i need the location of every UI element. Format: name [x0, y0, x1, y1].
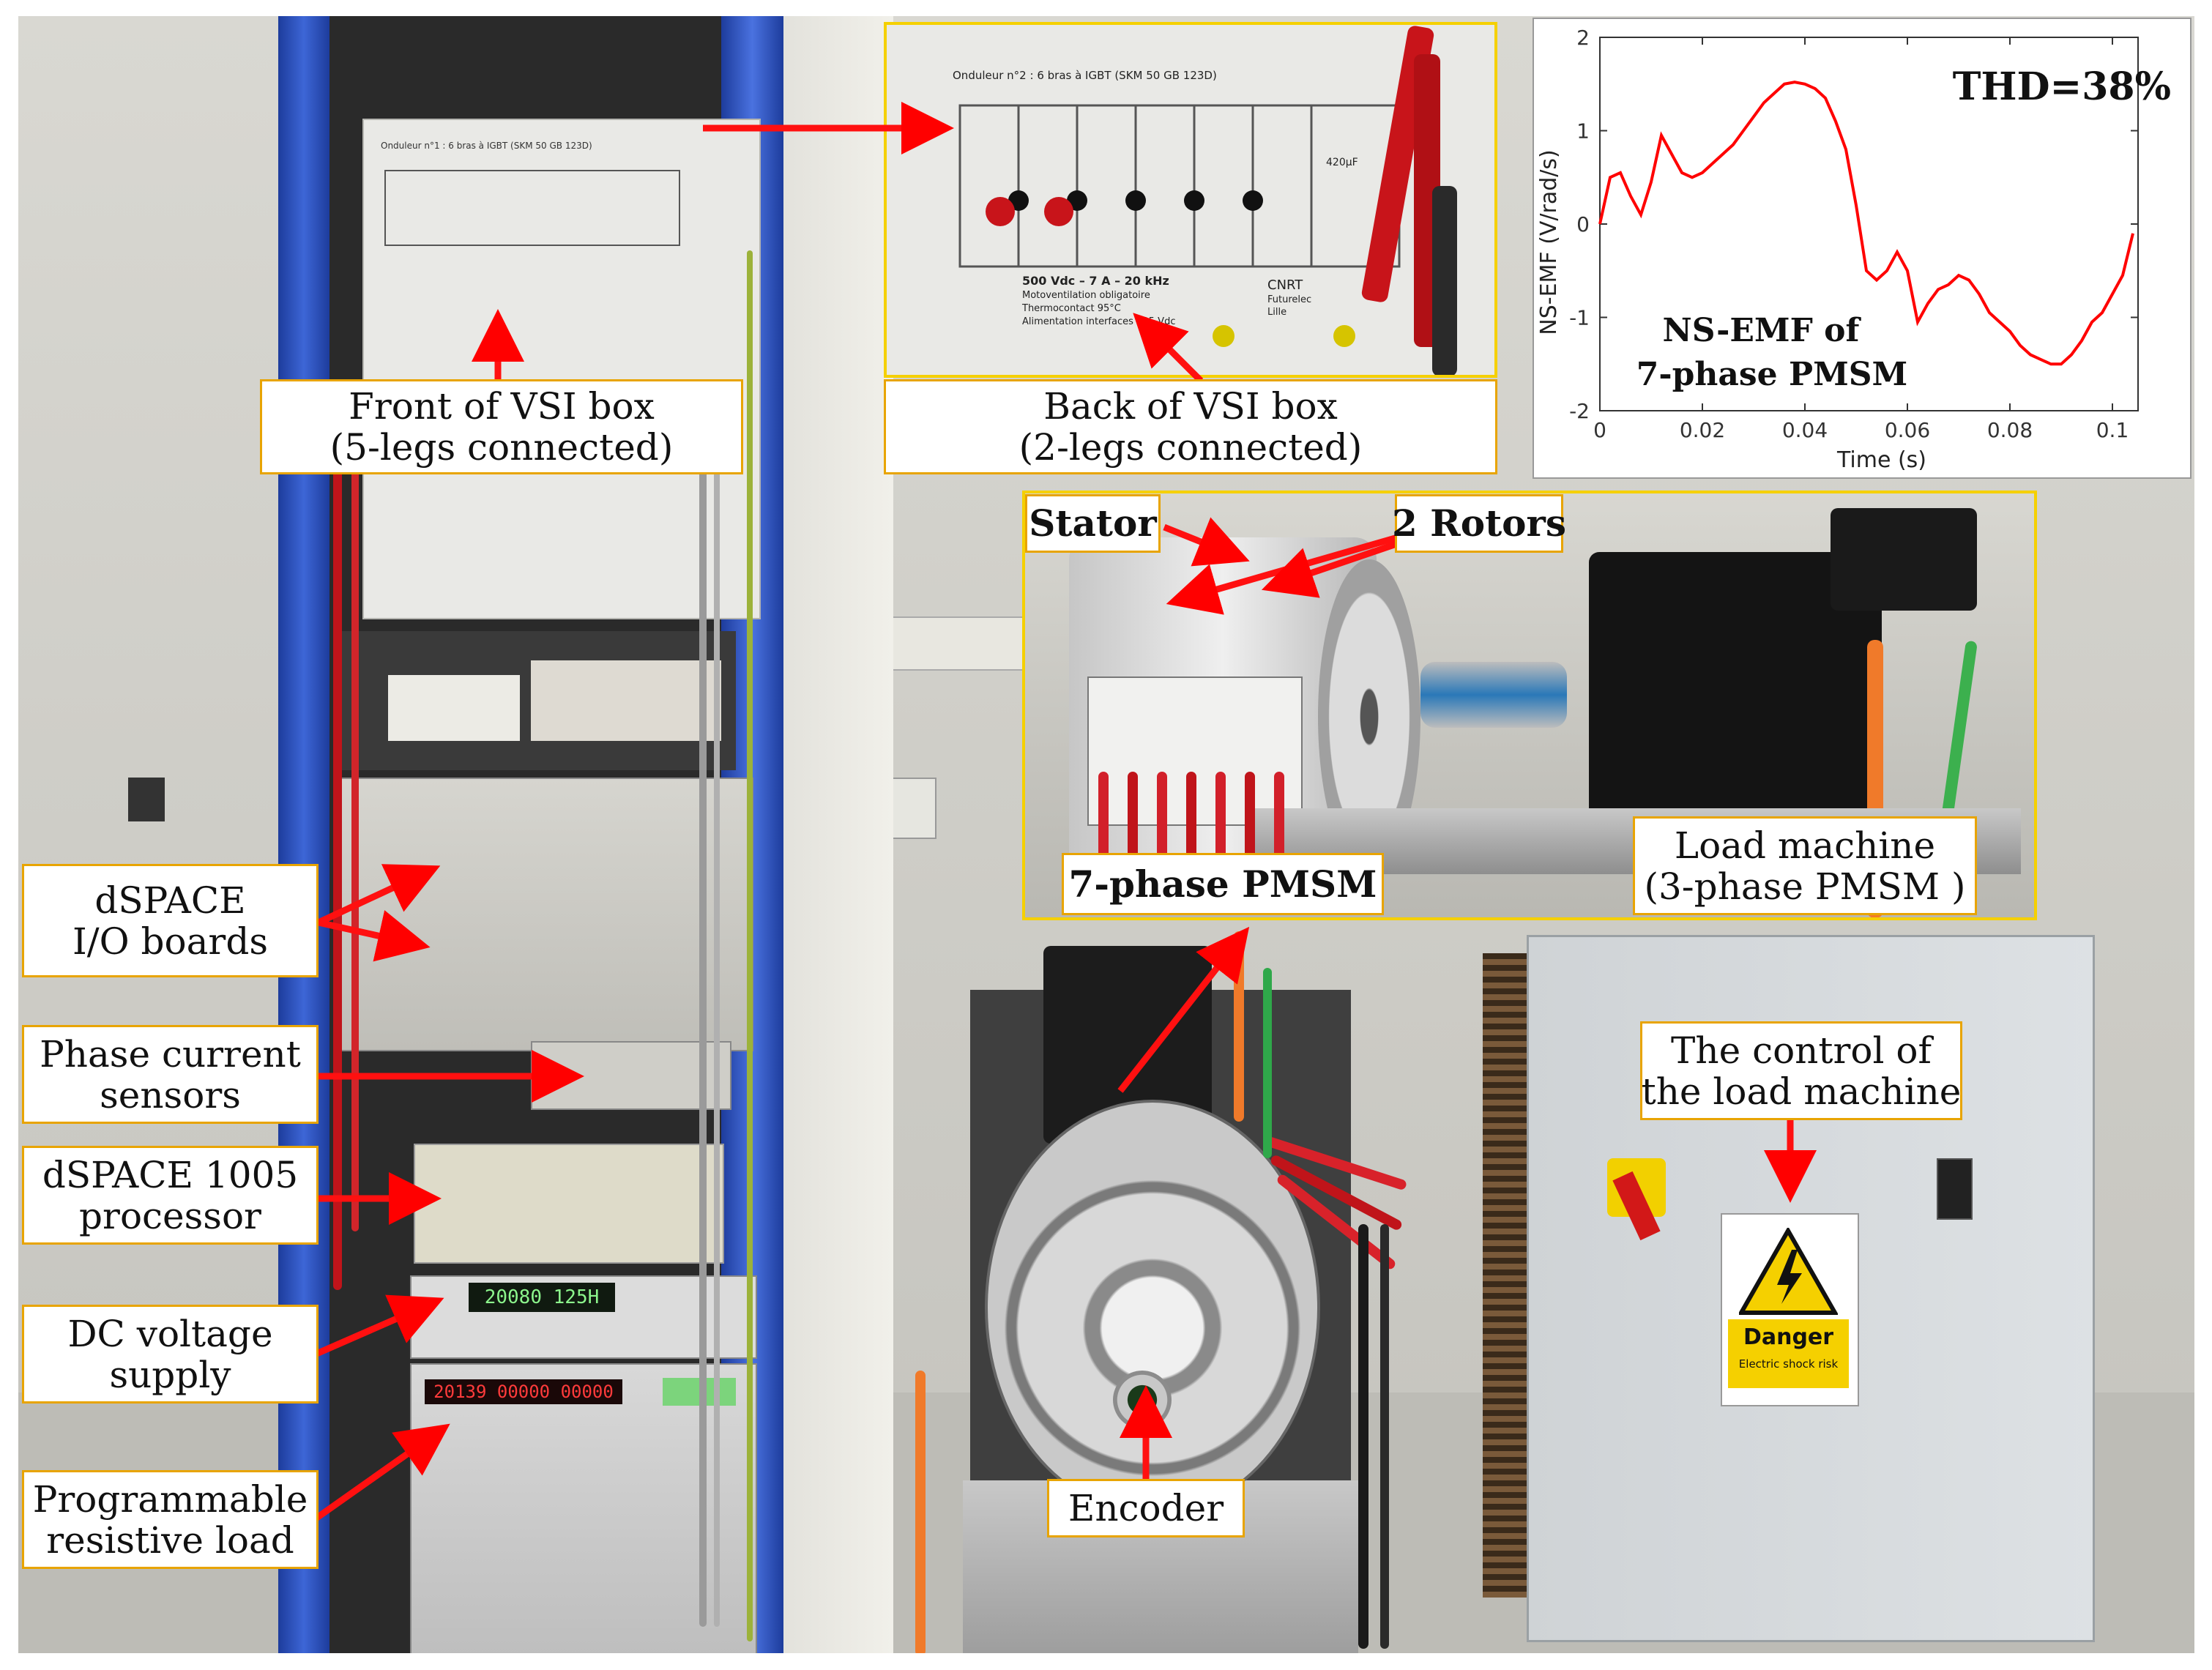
pmsm-7phase-machine: [985, 1100, 1320, 1516]
arrow-resistive-load: [313, 1423, 450, 1522]
load-control-cabinet-vent: [1483, 953, 1527, 1598]
y-tick-label: 0: [1576, 212, 1590, 236]
chart-xlabel: Time (s): [1836, 447, 1926, 473]
label-load-machine: Load machine (3-phase PMSM ): [1633, 816, 1977, 915]
dspace-processor-unit: [414, 1144, 724, 1264]
x-tick-label: 0.04: [1782, 418, 1828, 442]
y-tick-label: -1: [1569, 306, 1590, 330]
inset-back-vsi-box: Onduleur n°2 : 6 bras à IGBT (SKM 50 GB …: [884, 22, 1497, 378]
vsi-back-lille: Lille: [1267, 307, 1287, 318]
resistive-load-display: 20139 00000 00000: [425, 1379, 622, 1404]
wall-socket: [890, 778, 936, 839]
arrow-7phase-pmsm: [1117, 926, 1250, 1093]
label-dspace-io: dSPACE I/O boards: [22, 864, 319, 977]
grey-cable: [699, 382, 707, 1627]
y-tick-label: 2: [1576, 26, 1590, 50]
x-tick-label: 0.02: [1680, 418, 1725, 442]
red-terminal: [986, 197, 1015, 226]
danger-warning-icon: [1739, 1228, 1838, 1315]
arrow-back-vsi: [1133, 313, 1204, 384]
dc-supply-display: 20080 125H: [469, 1283, 615, 1312]
vsi-back-line2: Motoventilation obligatoire: [1022, 290, 1150, 301]
x-tick-label: 0.06: [1885, 418, 1930, 442]
green-cable: [1263, 968, 1272, 1158]
chart-title: THD=38%: [1953, 64, 2171, 109]
danger-sign-subtitle: Electric shock risk: [1728, 1356, 1849, 1388]
label-back-vsi: Back of VSI box (2-legs connected): [884, 379, 1497, 474]
rack-side-panel: [783, 16, 893, 1653]
y-tick-label: 1: [1576, 119, 1590, 143]
vsi-back-cnrt: CNRT: [1267, 277, 1303, 293]
orange-cable: [915, 1371, 926, 1653]
inset-coupling: [1420, 662, 1567, 728]
ns-emf-chart: 0 0.02 0.04 0.06 0.08 0.1 -2 -1 0 1 2 THD=38% NS-E…: [1533, 18, 2191, 479]
label-front-vsi: Front of VSI box (5-legs connected): [260, 379, 743, 474]
label-phase-current-sensors: Phase current sensors: [22, 1025, 319, 1124]
rack-module-small-box: [531, 660, 721, 741]
red-terminal: [1044, 197, 1073, 226]
black-cable: [1358, 1224, 1368, 1649]
label-stator: Stator: [1025, 494, 1161, 553]
arrow-dspace-io-1: [317, 864, 441, 926]
x-tick-label: 0.1: [2096, 418, 2129, 442]
chart-annotation-line2: 7-phase PMSM: [1636, 356, 1908, 393]
arrow-stator: [1163, 517, 1250, 567]
wall-socket: [128, 778, 165, 821]
yellow-terminal: [1213, 325, 1235, 347]
yellow-green-cable: [747, 250, 753, 1641]
chart-annotation-line1: NS-EMF of: [1663, 312, 1862, 349]
black-lead: [1432, 186, 1457, 375]
grey-cable: [714, 382, 720, 1627]
label-encoder: Encoder: [1047, 1479, 1245, 1537]
vsi-back-rating: 500 Vdc – 7 A – 20 kHz: [1022, 274, 1169, 288]
arrow-dc-supply: [313, 1294, 444, 1358]
vsi-back-cap-label: 420µF: [1326, 157, 1358, 168]
danger-sign-title: Danger: [1728, 1319, 1849, 1356]
ns-emf-series-line: [1598, 81, 2134, 366]
vsi-box-front-label-text: Onduleur n°1 : 6 bras à IGBT (SKM 50 GB …: [381, 141, 592, 151]
x-tick-label: 0: [1593, 418, 1606, 442]
rack-module-small-box: [388, 675, 520, 741]
red-cable: [333, 411, 342, 1290]
label-load-control: The control of the load machine: [1640, 1021, 1962, 1120]
chart-ylabel: NS-EMF (V/rad/s): [1536, 149, 1562, 335]
vsi-box-front-circuit: [384, 170, 680, 246]
black-cable: [1380, 1224, 1389, 1649]
label-dspace-processor: dSPACE 1005 processor: [22, 1146, 319, 1245]
label-dc-voltage-supply: DC voltage supply: [22, 1305, 319, 1404]
vsi-back-line3: Thermocontact 95°C: [1022, 303, 1121, 314]
label-rotors: 2 Rotors: [1392, 494, 1566, 553]
inset-load-machine-box: [1831, 508, 1977, 611]
arrow-dspace-io-2: [318, 910, 431, 962]
arrow-rotor-1: [1166, 527, 1422, 615]
start-stop-button: [1937, 1158, 1973, 1220]
red-cable: [351, 426, 359, 1231]
ns-emf-chart-svg: 0 0.02 0.04 0.06 0.08 0.1 -2 -1 0 1 2 THD=38% NS-E…: [1536, 26, 2171, 473]
vsi-back-title: Onduleur n°2 : 6 bras à IGBT (SKM 50 GB …: [953, 69, 1217, 82]
vsi-back-futurelec: Futurelec: [1267, 294, 1312, 305]
x-tick-label: 0.08: [1987, 418, 2033, 442]
y-tick-label: -2: [1569, 399, 1590, 423]
label-resistive-load: Programmable resistive load: [22, 1470, 319, 1569]
yellow-terminal: [1333, 325, 1355, 347]
vsi-box-front: [362, 119, 761, 619]
label-7phase-pmsm: 7-phase PMSM: [1062, 853, 1384, 915]
